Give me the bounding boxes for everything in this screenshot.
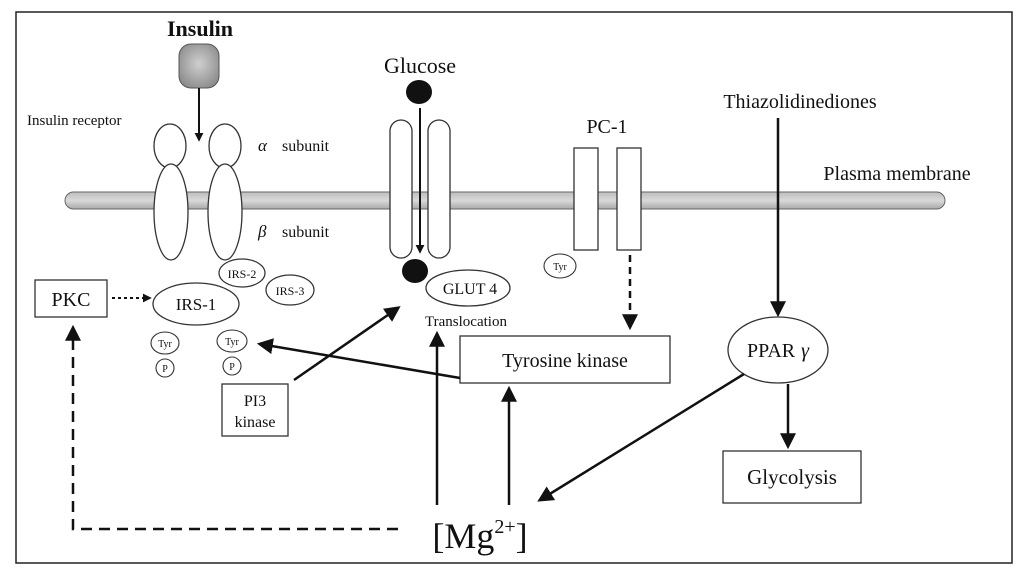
tyrosine-kinase-to-irs1-arrow [256,338,461,380]
tyrosine-kinase-label: Tyrosine kinase [502,350,628,372]
thiazolidinediones-label: Thiazolidinediones [723,91,877,113]
insulin-label: Insulin [167,16,233,41]
irs2-label: IRS-2 [228,267,257,281]
irs1-tyr-left [150,331,180,355]
pi3-kinase-label-line2: kinase [235,414,276,431]
phosphate-left-label: P [162,364,168,375]
pc1-right [616,147,642,251]
irs3-node [265,274,315,306]
pc1-label: PC-1 [586,116,627,138]
glycolysis-label: Glycolysis [747,465,837,489]
insulin-receptor-label: Insulin receptor [27,113,122,129]
receptor-beta-left [153,163,189,261]
mg-text: [Mg [432,516,494,556]
irs1-tyr-right-label: Tyr [225,337,239,348]
ppar-to-mg-arrow [537,372,745,502]
alpha-subunit-label: subunit [282,138,330,155]
pc1-tyr-label: Tyr [553,262,567,273]
pc1-tyr [543,253,577,279]
phosphate-right [222,356,242,376]
pi3-to-glut4-arrow [293,306,401,382]
figure-border [15,11,1013,564]
pc1-left [573,147,599,251]
plasma-membrane-label: Plasma membrane [823,163,970,185]
glut4-node [425,269,511,307]
plasma-membrane [64,191,946,210]
alpha-symbol: α [258,136,268,155]
mg-superscript: 2+ [494,516,515,538]
magnesium-label: [Mg2+] [432,516,527,556]
glut4-label: GLUT 4 [443,281,497,298]
glucose-transporter-right [427,119,451,259]
glucose-transporter-left [389,119,413,259]
gamma-symbol: γ [801,340,810,362]
glycolysis-box [722,450,862,504]
irs2-node [218,258,266,288]
glut4-glucose-molecule [402,259,428,283]
irs1-node [152,282,240,326]
pi3-kinase-box [221,383,289,437]
glucose-label: Glucose [384,53,456,78]
ppar-text: PPAR [747,340,796,362]
receptor-beta-right [207,163,243,261]
insulin-molecule [178,43,220,89]
pkc-box [34,279,108,318]
irs1-tyr-right [216,329,248,353]
beta-symbol: β [257,222,267,241]
receptor-alpha-left [153,123,187,169]
phosphate-left [155,358,175,378]
tyrosine-kinase-box [459,335,671,384]
irs1-tyr-left-label: Tyr [158,339,172,350]
phosphate-right-label: P [229,362,235,373]
translocation-label: Translocation [425,314,507,330]
ppar-gamma-node [727,316,829,384]
receptor-alpha-right [208,123,242,169]
irs1-label: IRS-1 [176,295,217,314]
mg-bracket: ] [516,516,528,556]
pi3-kinase-label-line1: PI3 [244,393,266,410]
pkc-label: PKC [52,289,91,311]
beta-subunit-label: subunit [282,224,330,241]
glucose-molecule [406,80,432,104]
mg-to-pkc-dashed-arrow [65,324,398,531]
irs3-label: IRS-3 [276,284,305,298]
